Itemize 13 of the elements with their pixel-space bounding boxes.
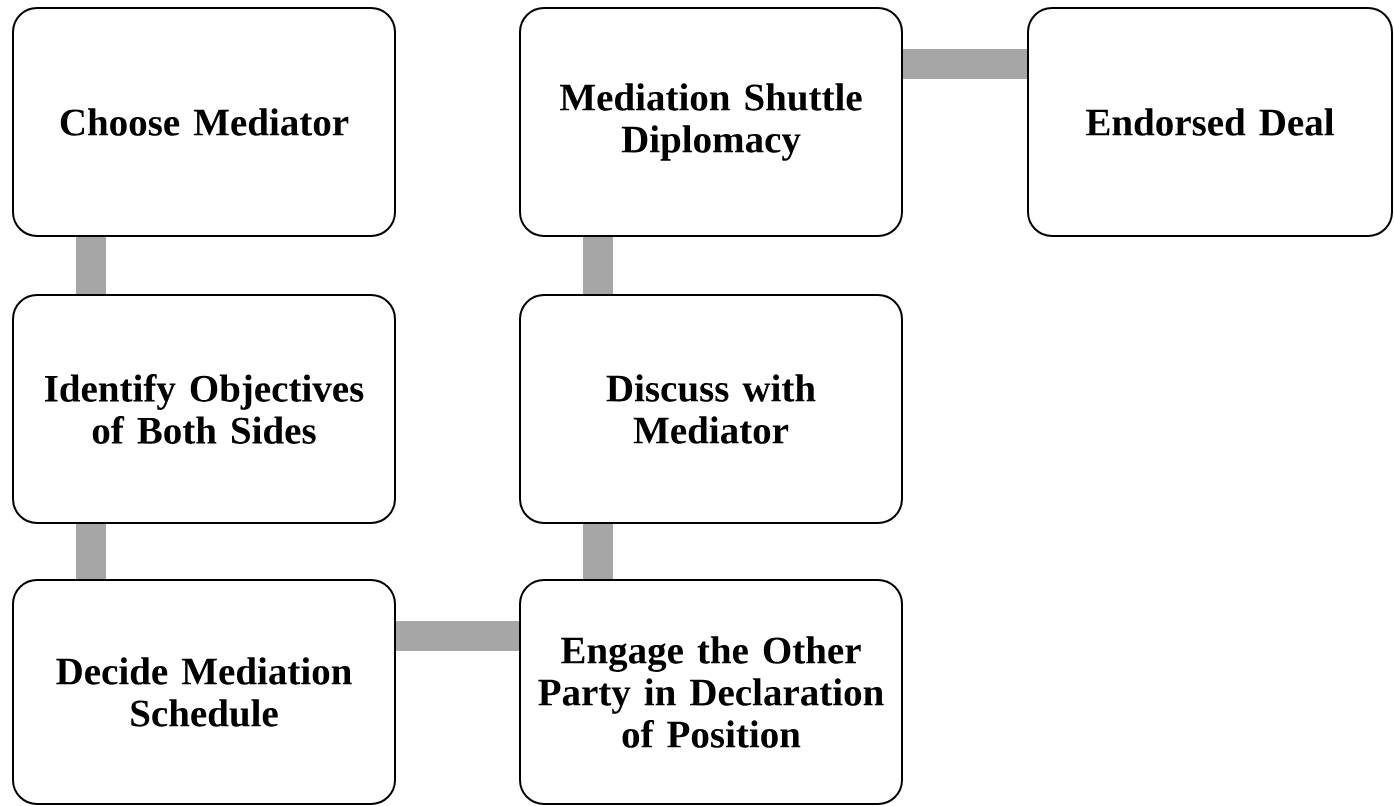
connector	[76, 237, 106, 294]
process-box: Choose Mediator	[12, 7, 396, 237]
connector	[583, 524, 613, 579]
connector	[76, 524, 106, 579]
process-box: Identify Objectives of Both Sides	[12, 294, 396, 524]
connector	[396, 621, 519, 651]
process-box: Endorsed Deal	[1027, 7, 1393, 237]
process-box: Engage the Other Party in Declaration of Position	[519, 579, 903, 805]
connector	[583, 237, 613, 294]
connector	[903, 49, 1027, 79]
process-box: Discuss with Mediator	[519, 294, 903, 524]
process-box: Decide Mediation Schedule	[12, 579, 396, 805]
process-box: Mediation Shuttle Diplomacy	[519, 7, 903, 237]
